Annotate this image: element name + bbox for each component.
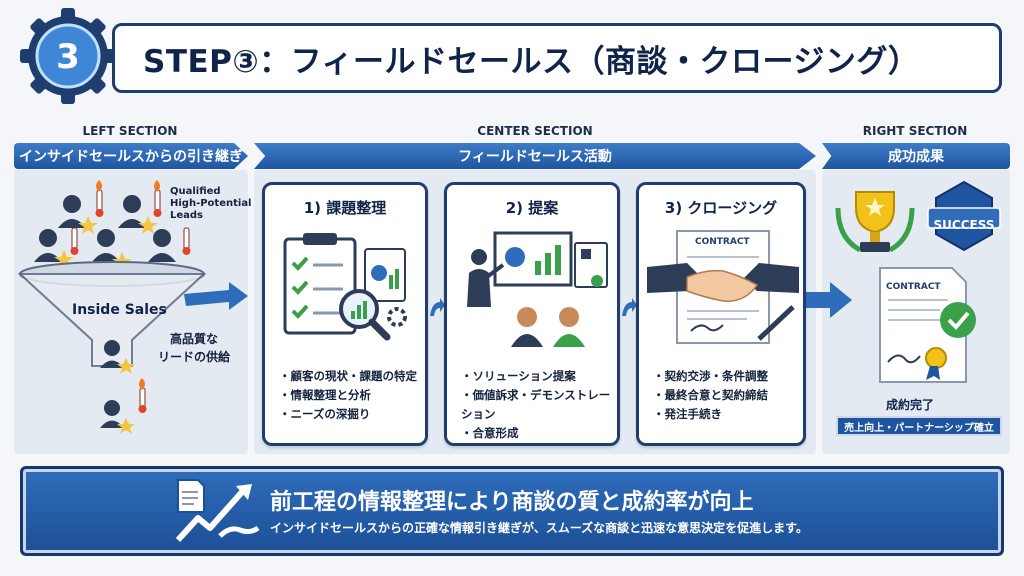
bullet-item: 価値訴求・デモンストレーション: [461, 386, 617, 424]
bullet-item: 発注手続き: [653, 405, 768, 424]
card-issue-organization: 1) 課題整理 顧客の現状・課題の特定 情報整理と分析 ニーズの深掘り: [262, 182, 428, 446]
bullet-item: 顧客の現状・課題の特定: [279, 367, 418, 386]
card-bullets: 契約交渉・条件調整 最終合意と契約締結 発注手続き: [653, 367, 769, 424]
clipboard-analysis-icon: [283, 233, 407, 341]
card-closing: 3) クロージング CONTRACT 契約交渉・条件調整 最終合意と契約締結 発…: [636, 182, 806, 446]
step-number-gear-icon: 3: [20, 8, 116, 104]
bullet-item: 情報整理と分析: [279, 386, 417, 405]
card-title: 3) クロージング: [664, 199, 778, 217]
bullet-item: ニーズの深掘り: [279, 405, 417, 424]
funnel-illustration: [17, 180, 248, 434]
funnel-icon: [17, 261, 207, 367]
summary-subtext: インサイドセールスからの正確な情報引き継ぎが、スムーズな商談と迅速な意思決定を促…: [270, 521, 808, 535]
success-badge-label: SUCCESS: [933, 218, 995, 232]
left-banner: インサイドセールスからの引き継ぎ: [14, 143, 248, 169]
arrow-right-icon: [430, 298, 445, 316]
step-number: 3: [56, 37, 80, 77]
bullet-item: 合意形成: [461, 424, 617, 443]
success-badge-icon: [927, 180, 1001, 252]
results-ribbon: 売上向上・パートナーシップ確立: [836, 416, 1002, 436]
page-title: STEP③：フィールドセールス（商談・クロージング）: [143, 43, 920, 80]
handshake-contract-icon: [647, 230, 799, 344]
trophy-icon: [835, 191, 915, 253]
funnel-label: Inside Sales: [72, 302, 167, 318]
contract-label: CONTRACT: [886, 282, 941, 292]
growth-handshake-icon: [175, 479, 260, 543]
center-banner: フィールドセールス活動: [254, 143, 816, 169]
summary-headline: 前工程の情報整理により商談の質と成約率が向上: [270, 490, 754, 515]
arrow-to-results-icon: [806, 282, 852, 318]
contract-document-icon: [879, 267, 976, 383]
card-title: 1) 課題整理: [303, 199, 387, 217]
card-proposal: 2) 提案 ソリューション提案 価値訴求・デモンストレーション 合意形成: [444, 182, 620, 446]
bullet-item: 最終合意と契約締結: [653, 386, 769, 405]
center-section-label: CENTER SECTION: [477, 124, 593, 138]
right-section-label: RIGHT SECTION: [862, 124, 968, 138]
qualified-leads-label: Qualified High-Potential Leads: [170, 186, 252, 221]
lead-people-icon: [34, 195, 176, 270]
bullet-item: ソリューション提案: [461, 367, 617, 386]
left-section-label: LEFT SECTION: [82, 124, 178, 138]
card-title: 2) 提案: [505, 199, 559, 217]
card-bullets: 顧客の現状・課題の特定 情報整理と分析 ニーズの深掘り: [279, 367, 418, 424]
right-banner: 成功成果: [822, 143, 1010, 169]
arrow-right-icon: [622, 298, 637, 316]
bullet-item: 契約交渉・条件調整: [653, 367, 769, 386]
header-bar: STEP③：フィールドセールス（商談・クロージング）: [112, 23, 1002, 93]
card-bullets: ソリューション提案 価値訴求・デモンストレーション 合意形成: [461, 367, 617, 443]
presentation-icon: [467, 231, 608, 347]
thermometer-flame-icon: [70, 180, 191, 255]
contract-label: CONTRACT: [695, 237, 750, 247]
success-results-illustration: [835, 180, 1001, 383]
lead-supply-label: 高品質な リードの供給: [158, 332, 231, 364]
deal-completed-label: 成約完了: [886, 398, 935, 412]
